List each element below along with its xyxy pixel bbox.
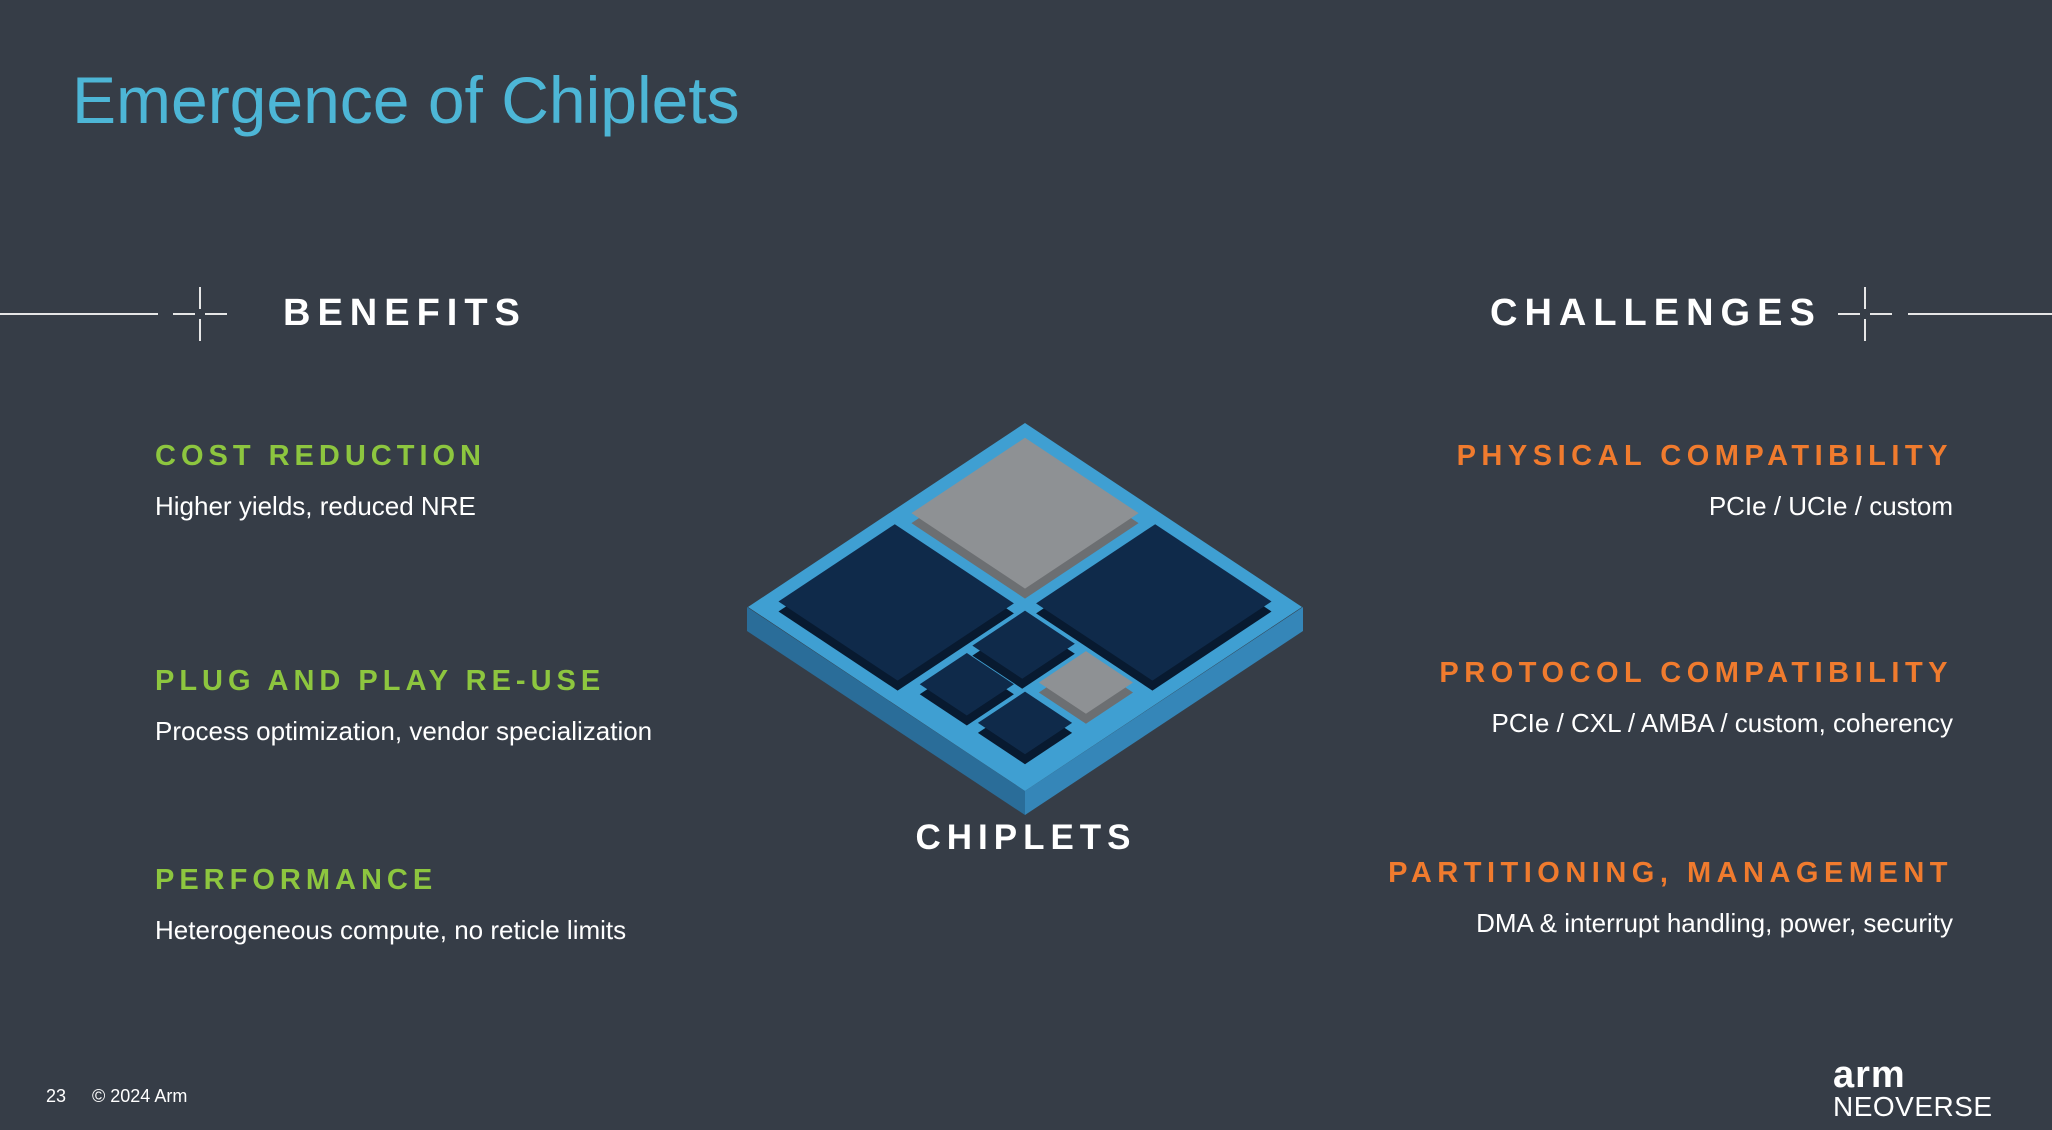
challenge-item: PROTOCOL COMPATIBILITY PCIe / CXL / AMBA… (1233, 657, 1953, 739)
chiplet-die-dark-large (778, 524, 1014, 681)
benefit-description: Higher yields, reduced NRE (155, 491, 476, 521)
challenge-heading: PHYSICAL COMPATIBILITY (1456, 440, 1953, 472)
substrate-side-left (747, 607, 1025, 815)
benefit-heading: PERFORMANCE (155, 864, 438, 896)
benefit-item: PERFORMANCE Heterogeneous compute, no re… (155, 864, 875, 946)
page-number: 23 (46, 1086, 67, 1106)
benefit-heading: PLUG AND PLAY RE-USE (155, 665, 606, 697)
logo-brand: arm (1833, 1054, 1906, 1096)
copyright: © 2024 Arm (92, 1086, 188, 1106)
chiplet-die-dark-large (1036, 524, 1272, 681)
chiplets-label: CHIPLETS (915, 818, 1137, 857)
crosshair-icon-left (173, 287, 227, 341)
challenge-item: PHYSICAL COMPATIBILITY PCIe / UCIe / cus… (1233, 440, 1953, 522)
benefit-item: PLUG AND PLAY RE-USE Process optimizatio… (155, 665, 875, 747)
arm-neoverse-logo: arm NEOVERSE (1833, 1054, 1993, 1122)
logo-product: NEOVERSE (1833, 1091, 1993, 1122)
slide-title: Emergence of Chiplets (72, 63, 740, 137)
challenge-item: PARTITIONING, MANAGEMENT DMA & interrupt… (1233, 857, 1953, 939)
benefit-description: Heterogeneous compute, no reticle limits (155, 915, 627, 945)
substrate-side-right (1025, 607, 1303, 815)
crosshair-icon-right (1838, 287, 1892, 341)
challenge-description: DMA & interrupt handling, power, securit… (1476, 908, 1953, 938)
benefit-item: COST REDUCTION Higher yields, reduced NR… (155, 440, 875, 522)
divider-line-left (0, 313, 158, 315)
challenges-heading: CHALLENGES (1490, 292, 1822, 334)
benefit-heading: COST REDUCTION (155, 440, 486, 472)
challenge-description: PCIe / CXL / AMBA / custom, coherency (1491, 708, 1953, 738)
benefits-heading: BENEFITS (283, 292, 527, 334)
divider-line-right (1908, 313, 2052, 315)
benefit-description: Process optimization, vendor specializat… (155, 716, 653, 746)
challenge-heading: PROTOCOL COMPATIBILITY (1439, 657, 1953, 689)
chiplet-die-dark-small (972, 610, 1075, 679)
challenge-description: PCIe / UCIe / custom (1708, 491, 1953, 521)
challenge-heading: PARTITIONING, MANAGEMENT (1388, 857, 1953, 889)
